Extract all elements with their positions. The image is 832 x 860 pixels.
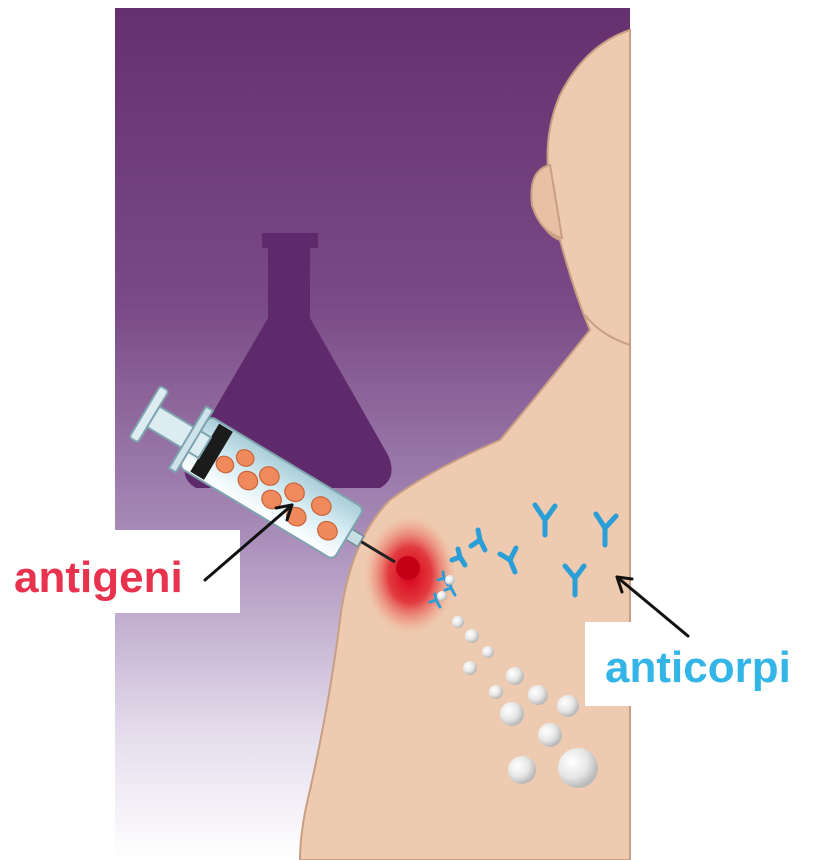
antibody-pointer-arrow: [617, 577, 688, 636]
antigen-pointer-arrow: [205, 505, 292, 580]
